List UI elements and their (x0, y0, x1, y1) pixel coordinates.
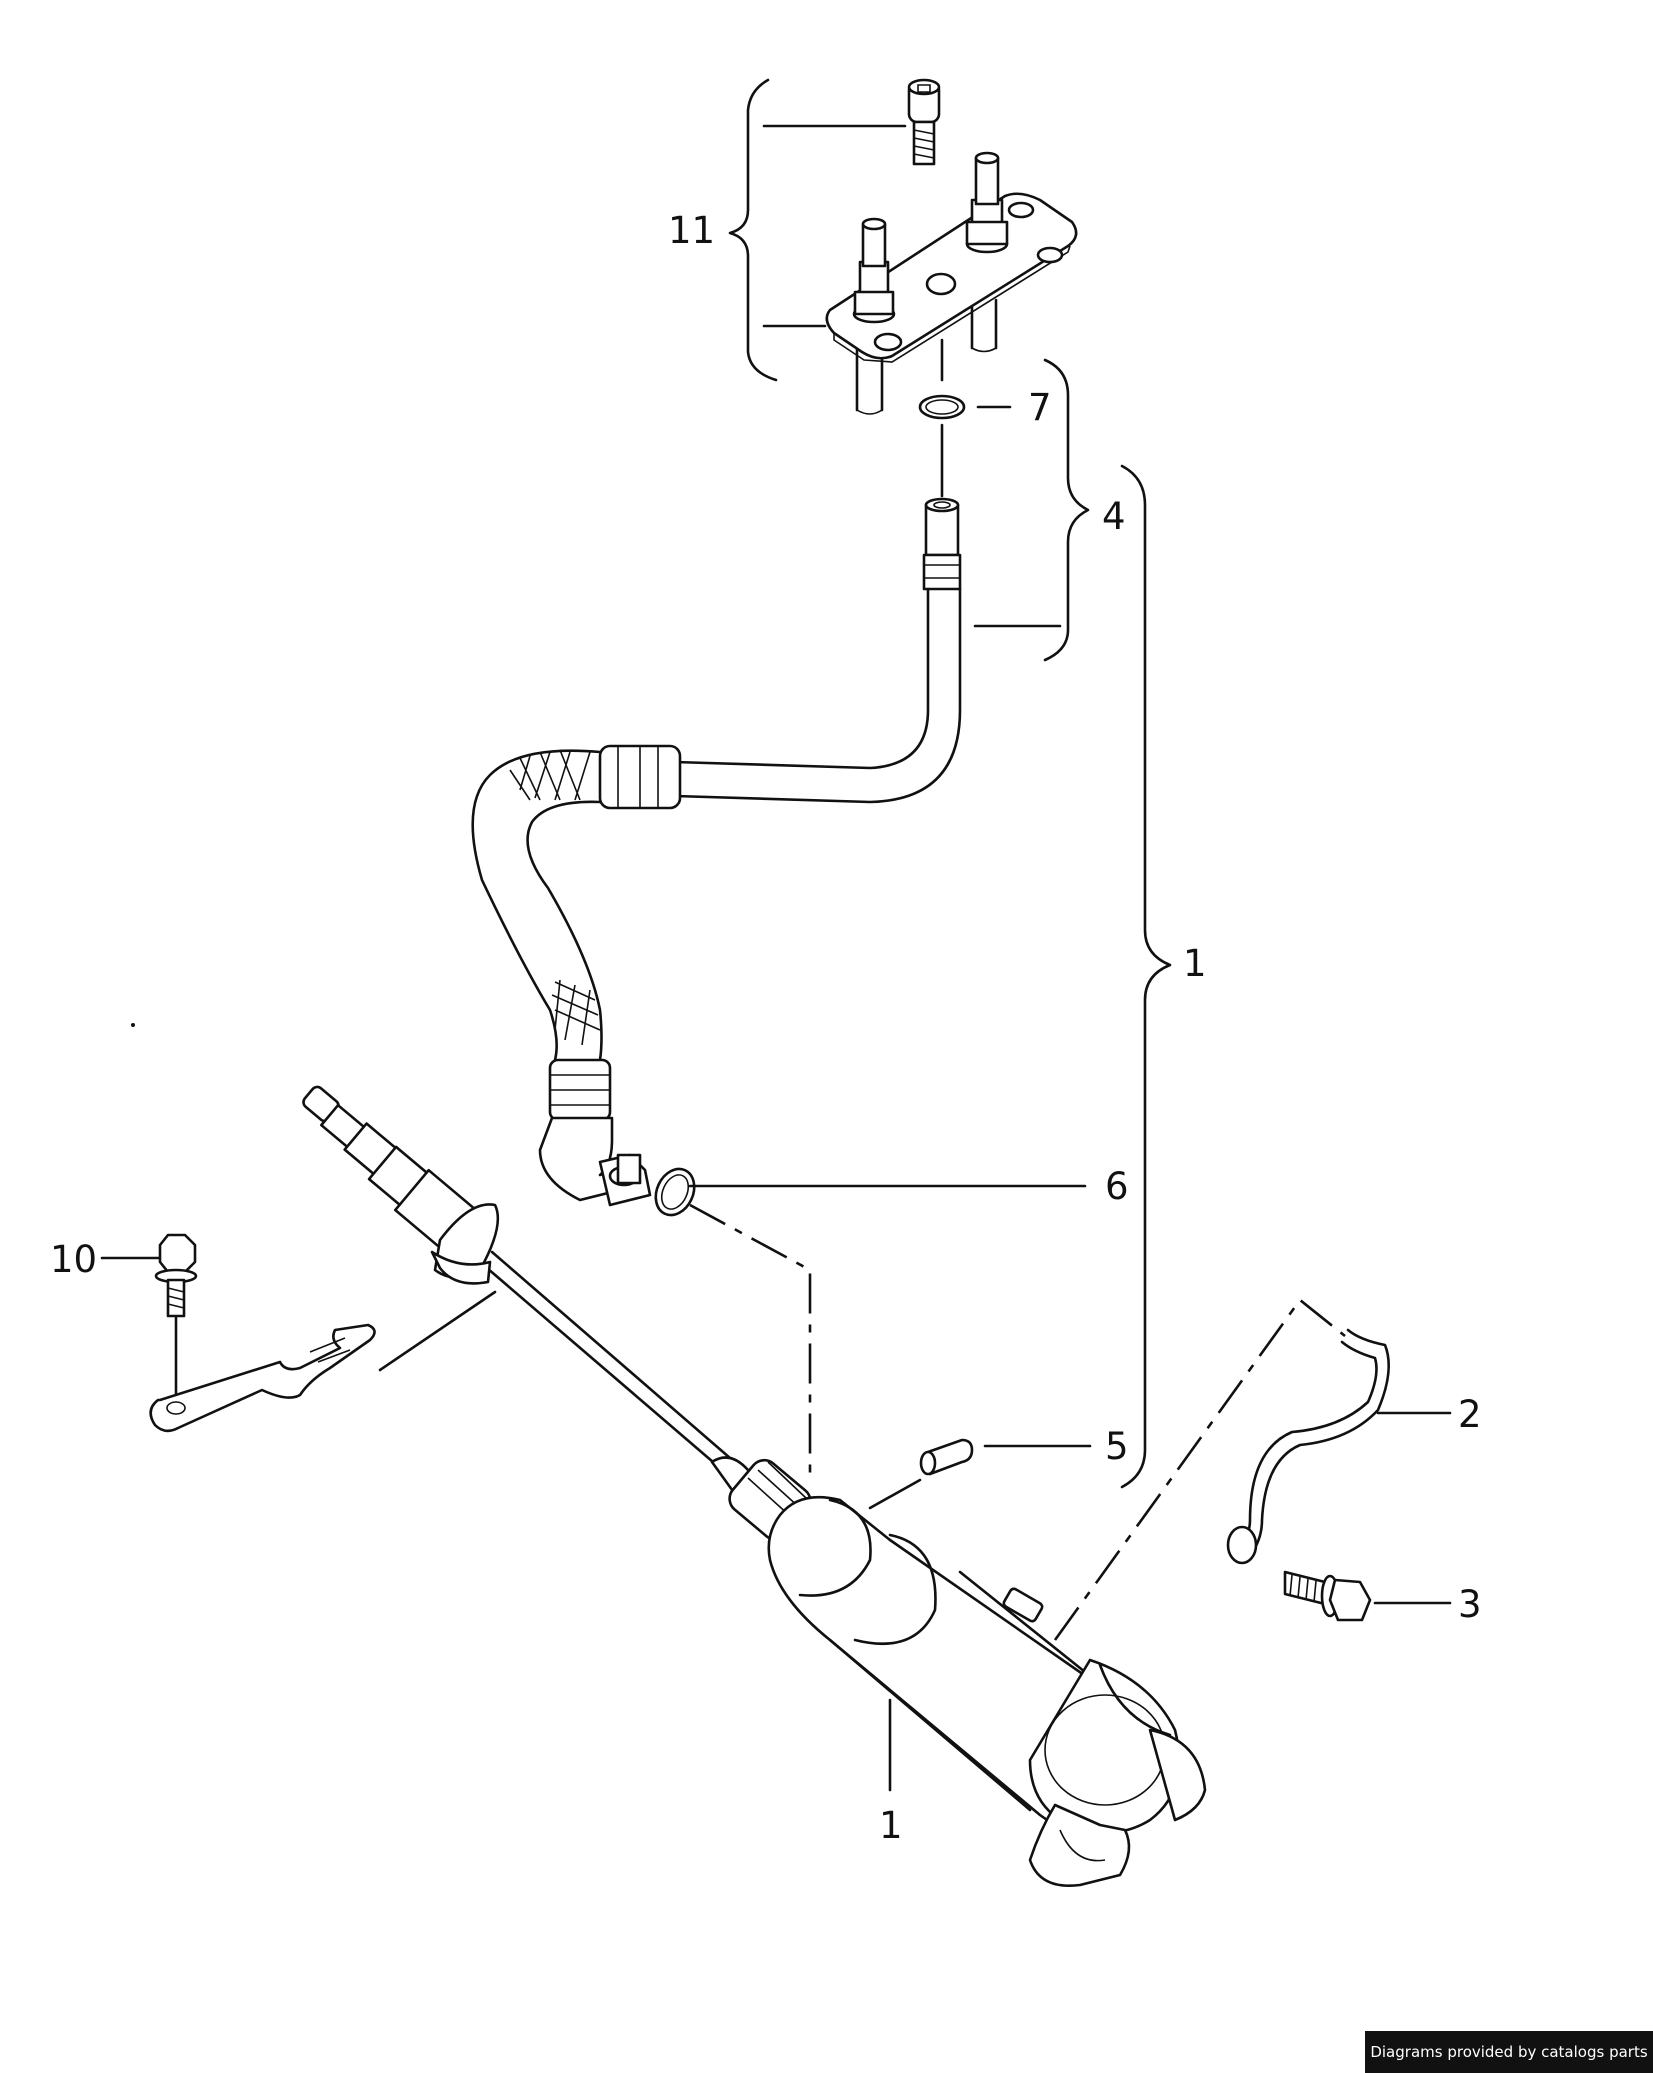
label-1-bracket: 1 (1183, 942, 1207, 985)
label-4: 4 (1102, 495, 1126, 538)
part-1-slave-cylinder: 1 (710, 1456, 1207, 1887)
label-7: 7 (1028, 386, 1052, 429)
bracket-1 (1120, 464, 1172, 1489)
label-1-bottom: 1 (879, 1804, 903, 1847)
part-11-flange-assembly: 11 (668, 78, 1078, 415)
label-11: 11 (668, 209, 715, 252)
part-3-screw: 3 (1283, 1570, 1482, 1626)
part-1-bracket: 1 (1120, 464, 1207, 1489)
label-3: 3 (1458, 1583, 1482, 1626)
label-10: 10 (50, 1238, 97, 1281)
label-5: 5 (1105, 1425, 1129, 1468)
label-2: 2 (1458, 1393, 1482, 1436)
hose-line (471, 497, 962, 1207)
hydraulic-line (302, 1085, 732, 1470)
o-ring-6 (654, 1167, 696, 1217)
part-2-retaining-clip: 2 (1053, 1298, 1482, 1641)
part-7-o-ring: 7 (918, 386, 1052, 429)
bracket-4 (1043, 358, 1090, 662)
part-4-bracket: 4 (973, 358, 1126, 662)
part-6-o-ring: 6 (654, 1165, 1129, 1475)
assembly-line-2 (1053, 1298, 1346, 1641)
socket-bolt (907, 78, 941, 166)
part-10-bolt: 10 (50, 1233, 198, 1402)
flange-nozzle-left (852, 217, 896, 324)
bracket-11 (728, 78, 778, 382)
assembly-line-6 (689, 1203, 812, 1475)
mounting-bracket (149, 1290, 497, 1433)
stray-dot (131, 1023, 135, 1027)
label-6: 6 (1105, 1165, 1129, 1208)
part-5-pin: 5 (868, 1425, 1129, 1510)
flange-nozzle-right (965, 151, 1009, 254)
credit-banner: Diagrams provided by catalogs parts (1365, 2031, 1653, 2073)
